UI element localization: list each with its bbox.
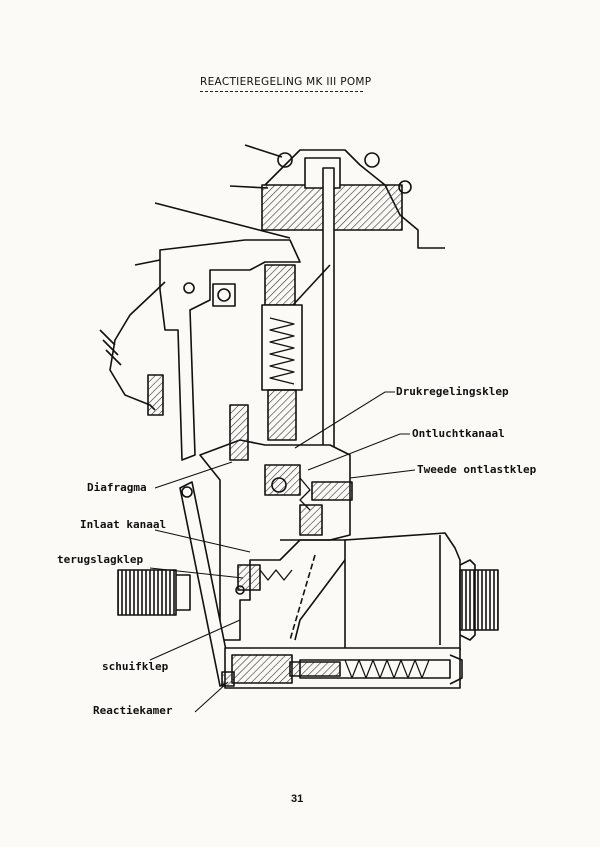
lever-screw <box>217 288 231 302</box>
title-underline <box>200 91 363 92</box>
page-title: REACTIEREGELING MK III POMP <box>200 76 372 88</box>
label-leaders <box>149 391 416 713</box>
bolt-right <box>364 152 380 168</box>
label-inlaat-kanaal: Inlaat kanaal <box>80 518 167 531</box>
label-drukregelingsklep: Drukregelingsklep <box>396 385 509 398</box>
top-housing-outline <box>264 149 445 249</box>
label-diafragma: Diafragma <box>87 481 147 494</box>
valve-ball <box>271 477 287 493</box>
right-knob-collar <box>459 559 476 641</box>
upper-valve-body <box>264 264 296 306</box>
label-ontluchtkanaal: Ontluchtkanaal <box>412 427 505 440</box>
leader-inlaat-kanaal <box>154 529 251 553</box>
left-knob-neck <box>176 574 191 611</box>
left-knob <box>117 569 177 616</box>
bolt-left <box>277 152 293 168</box>
slide-valve-spring <box>344 659 430 679</box>
leader-top-2 <box>229 185 269 189</box>
leader-diafragma <box>154 461 233 489</box>
label-terugslagklep: terugslagklep <box>57 553 144 566</box>
check-valve-spring <box>259 569 293 581</box>
diaphragm-stack <box>229 404 249 461</box>
check-valve-ball <box>235 585 245 595</box>
left-link-connector <box>99 329 122 366</box>
label-reactiekamer: Reactiekamer <box>93 704 173 717</box>
leader-top-1 <box>244 144 283 158</box>
slide-valve-end <box>449 654 463 685</box>
inlet-fitting <box>299 504 323 536</box>
valve-stem-body <box>267 389 297 441</box>
leader-top-3 <box>154 202 291 239</box>
label-schuifklep: schuifklep <box>102 660 169 673</box>
leader-tweede-ontlastklep <box>349 469 416 479</box>
valve-chamber <box>264 464 301 496</box>
leader-reactiekamer <box>194 681 229 713</box>
lever-top-pin <box>181 486 193 498</box>
spring-housing <box>261 304 303 391</box>
leader-ontluchtkanaal <box>307 433 410 471</box>
reaction-chamber-port <box>221 671 235 687</box>
left-link-block <box>147 374 164 416</box>
lever-block <box>212 283 236 307</box>
slide-valve-spool <box>289 661 341 677</box>
right-knob <box>459 569 499 631</box>
page-number: 31 <box>291 793 304 805</box>
cylinder-housing <box>344 532 461 651</box>
spring-to-rod-line <box>292 264 331 306</box>
leader-schuifklep <box>149 619 241 661</box>
label-tweede-ontlastklep: Tweede ontlastklep <box>417 463 537 476</box>
bolt-far-right <box>398 180 412 194</box>
leader-terugslagklep <box>149 567 244 579</box>
reaction-chamber-body <box>231 654 293 684</box>
inlet-bore-center <box>289 554 316 641</box>
lever-pivot <box>183 282 195 294</box>
pressure-spring <box>269 317 295 385</box>
leader-drukregelingsklep <box>294 391 395 449</box>
ontlast-valve <box>311 481 353 501</box>
lever-plate <box>159 239 301 461</box>
